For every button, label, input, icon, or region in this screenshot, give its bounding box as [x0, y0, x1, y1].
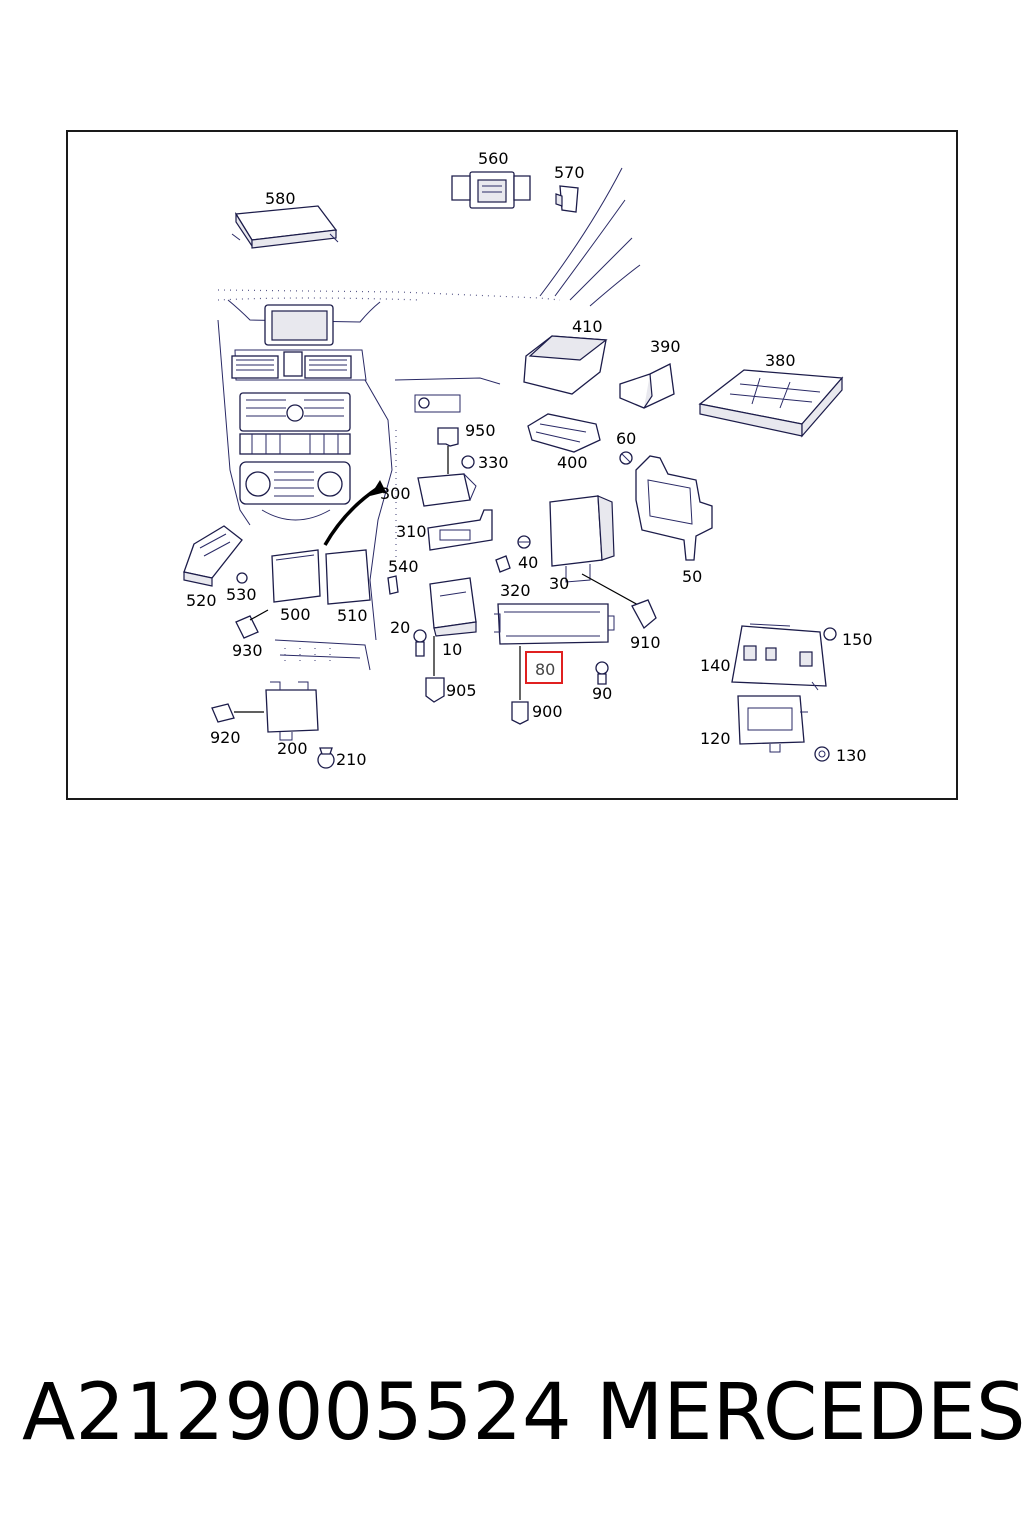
- callout-410: 410: [572, 317, 603, 336]
- callout-530: 530: [226, 585, 257, 604]
- part-530: [236, 572, 248, 584]
- part-910: [631, 599, 657, 630]
- callout-300: 300: [380, 484, 411, 503]
- part-10: [429, 577, 477, 676]
- part-50: [635, 455, 713, 561]
- callout-210: 210: [336, 750, 367, 769]
- callout-120: 120: [700, 729, 731, 748]
- callout-320: 320: [500, 581, 531, 600]
- callout-310: 310: [396, 522, 427, 541]
- part-80: [494, 603, 615, 700]
- callout-150: 150: [842, 630, 873, 649]
- part-60: [619, 451, 633, 465]
- callout-30: 30: [549, 574, 569, 593]
- part-905: [425, 677, 445, 703]
- callout-330: 330: [478, 453, 509, 472]
- part-20: [413, 629, 427, 657]
- callout-390: 390: [650, 337, 681, 356]
- callout-10: 10: [442, 640, 462, 659]
- callout-60: 60: [616, 429, 636, 448]
- part-390: [619, 363, 675, 409]
- brand-name: MERCEDES: [596, 1368, 1024, 1458]
- callout-140: 140: [700, 656, 731, 675]
- part-130: [814, 746, 830, 762]
- callout-930: 930: [232, 641, 263, 660]
- callout-500: 500: [280, 605, 311, 624]
- part-900: [511, 701, 529, 725]
- callout-950: 950: [465, 421, 496, 440]
- callout-580: 580: [265, 189, 296, 208]
- part-number: A2129005524: [22, 1368, 572, 1458]
- callout-900: 900: [532, 702, 563, 721]
- part-950: [437, 427, 459, 474]
- callout-570: 570: [554, 163, 585, 182]
- part-510: [325, 549, 371, 605]
- footer: A2129005524 MERCEDES: [0, 1368, 1024, 1478]
- callout-50: 50: [682, 567, 702, 586]
- part-200: [265, 681, 319, 741]
- part-40: [517, 535, 531, 549]
- callout-910: 910: [630, 633, 661, 652]
- part-300: [417, 473, 477, 507]
- callout-380: 380: [765, 351, 796, 370]
- part-90: [595, 661, 609, 685]
- callout-510: 510: [337, 606, 368, 625]
- part-30: [549, 495, 641, 607]
- callout-200: 200: [277, 739, 308, 758]
- callout-920: 920: [210, 728, 241, 747]
- part-570: [555, 185, 579, 213]
- callout-560: 560: [478, 149, 509, 168]
- callout-520: 520: [186, 591, 217, 610]
- diagram-frame: [66, 130, 958, 800]
- callout-130: 130: [836, 746, 867, 765]
- part-380: [698, 369, 844, 438]
- part-120: [737, 695, 808, 753]
- callout-40: 40: [518, 553, 538, 572]
- part-520: [183, 525, 243, 587]
- part-150: [823, 627, 837, 641]
- part-330: [461, 455, 475, 469]
- callout-20: 20: [390, 618, 410, 637]
- callout-400: 400: [557, 453, 588, 472]
- part-540: [387, 575, 399, 595]
- highlight-box: [525, 651, 563, 684]
- part-500: [271, 549, 321, 603]
- part-400: [527, 413, 601, 453]
- part-580: [231, 205, 339, 249]
- part-410: [523, 335, 608, 395]
- part-930: [235, 609, 269, 639]
- callout-90: 90: [592, 684, 612, 703]
- callout-540: 540: [388, 557, 419, 576]
- callout-80: 80: [535, 660, 555, 679]
- part-310: [427, 509, 493, 551]
- part-140: [731, 623, 827, 691]
- dashboard-illustration: [217, 167, 641, 671]
- callout-905: 905: [446, 681, 477, 700]
- part-210: [317, 747, 335, 769]
- part-920: [211, 703, 264, 723]
- part-560: [451, 171, 531, 209]
- part-320: [495, 555, 511, 573]
